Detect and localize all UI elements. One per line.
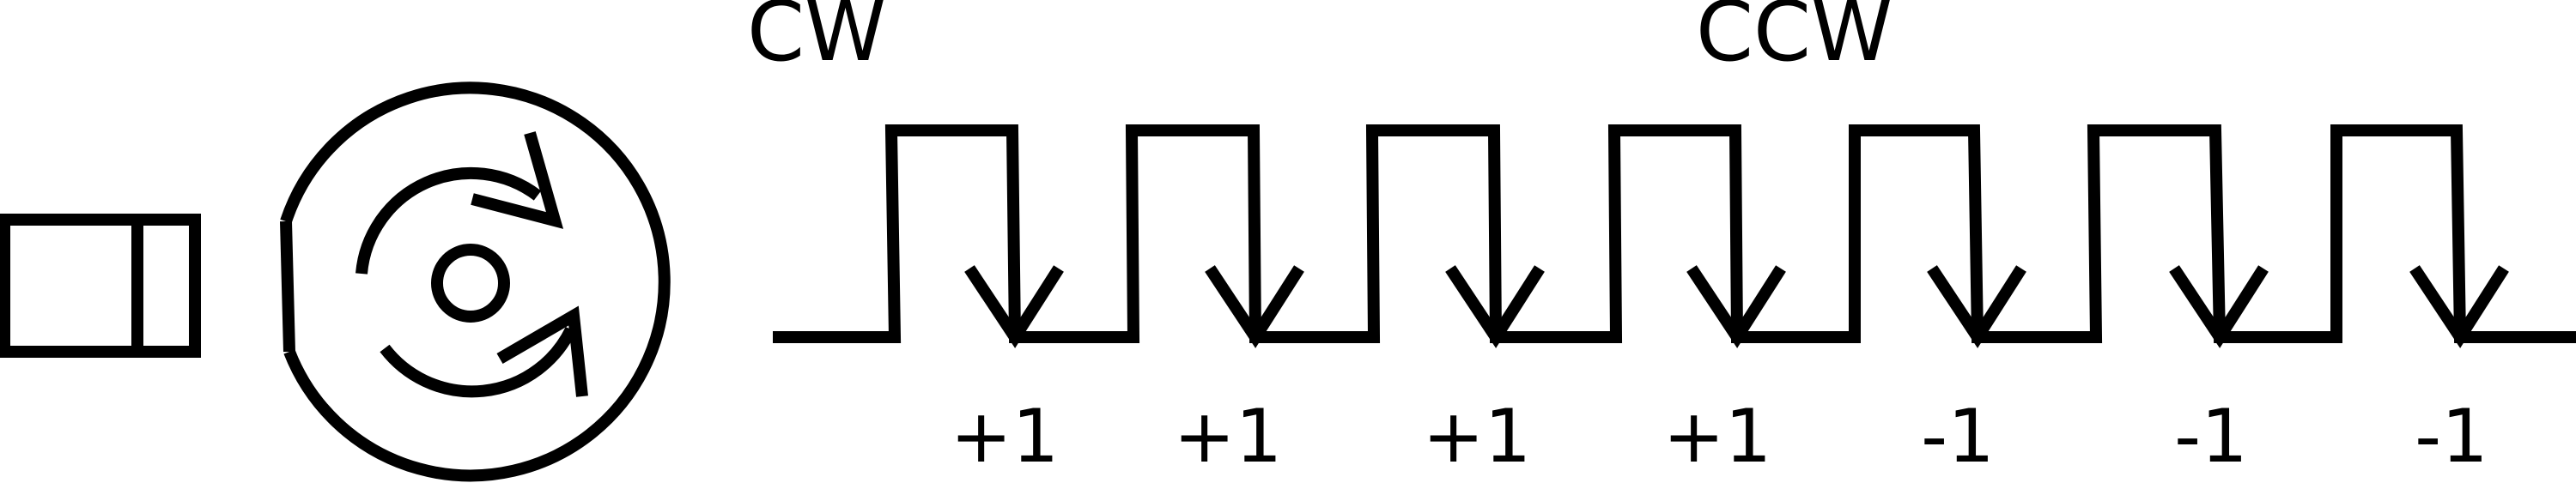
count-label: +1 [951,394,1060,480]
count-label: +1 [1174,394,1283,480]
edge-arrows [964,265,2509,348]
down-arrow-icon [964,265,1064,348]
switch-icon [0,214,201,358]
count-label: -1 [1921,394,1995,480]
encoder-knob-icon [280,82,671,482]
down-arrow-icon [2169,265,2269,348]
ccw-label: CCW [1696,0,1893,80]
down-arrow-icon [1686,265,1786,348]
down-arrow-icon [1205,265,1304,348]
counterclockwise-arrow-icon [380,305,588,398]
down-arrow-icon [1445,265,1545,348]
count-label: +1 [1663,394,1772,480]
count-label: -1 [2174,394,2248,480]
count-labels: +1 +1 +1 +1 -1 -1 -1 [951,394,2488,480]
pulse-waveform [773,124,2576,343]
count-label: +1 [1423,394,1532,480]
cw-label: CW [747,0,886,80]
clockwise-arrow-icon [355,131,564,275]
down-arrow-icon [2409,265,2509,348]
count-label: -1 [2415,394,2488,480]
down-arrow-icon [1927,265,2026,348]
